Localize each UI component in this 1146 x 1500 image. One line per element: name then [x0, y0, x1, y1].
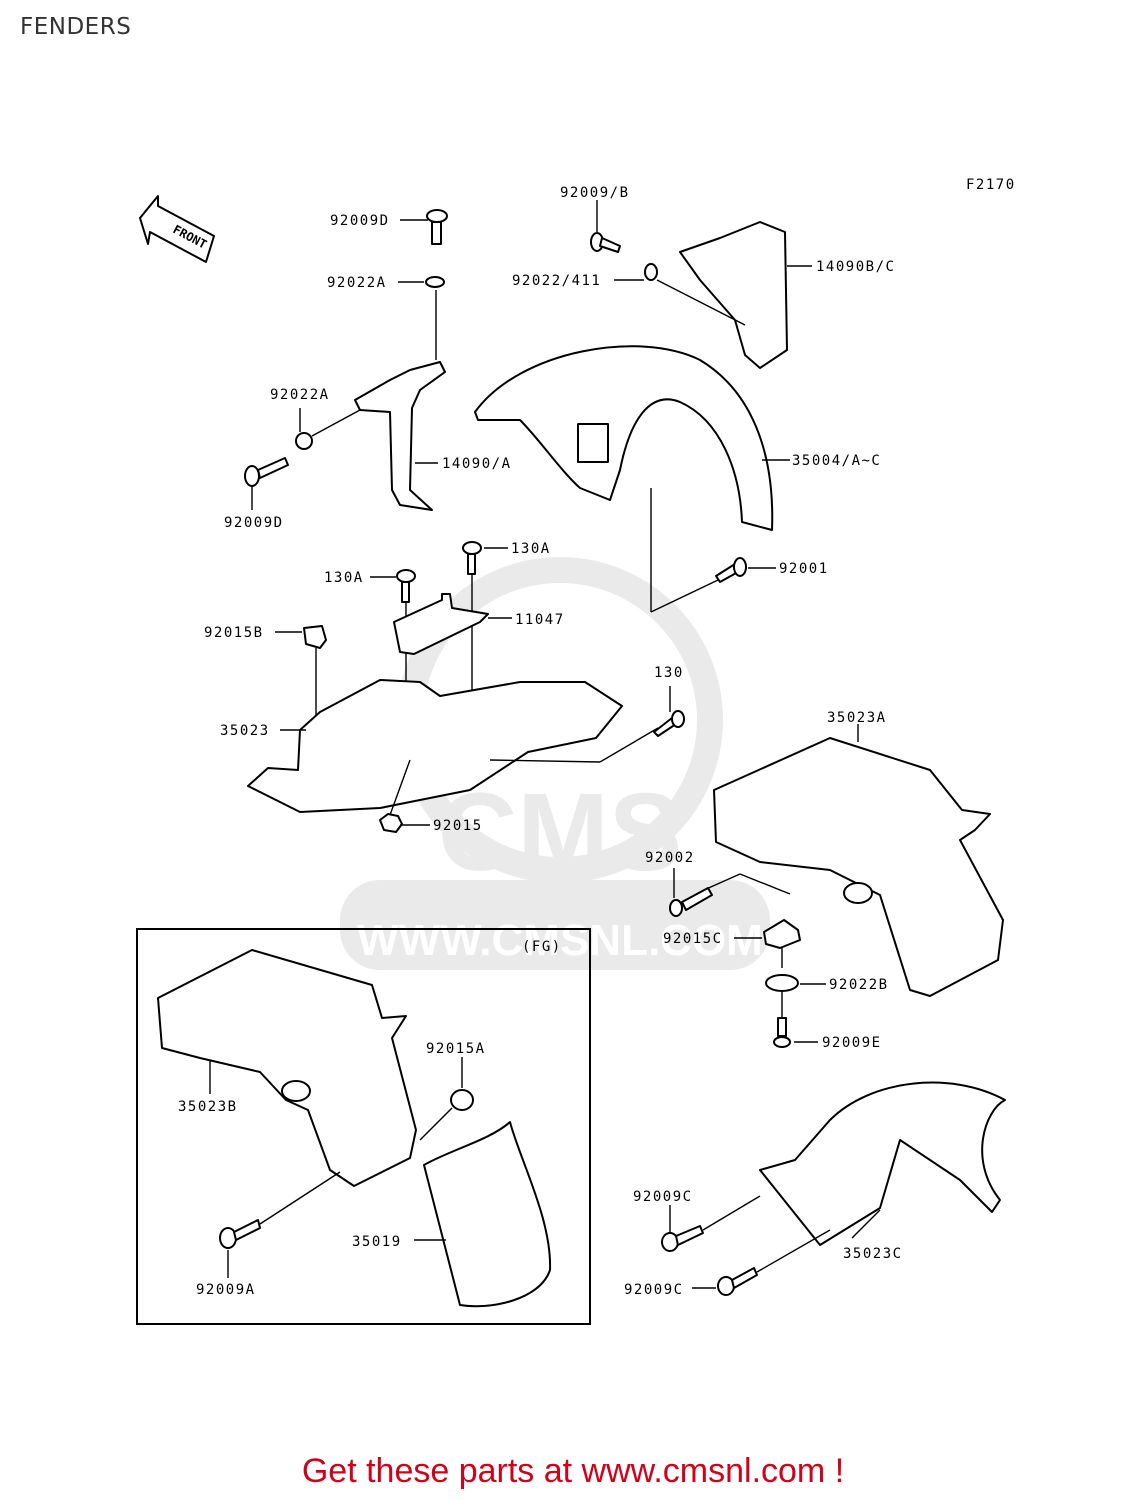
fg-variant-box	[136, 928, 591, 1325]
bolt-92002	[669, 887, 713, 917]
label-92015: 92015	[433, 818, 483, 834]
label-35019: 35019	[352, 1234, 402, 1250]
rear-hugger-35023c	[759, 1081, 1006, 1246]
label-35004: 35004/A~C	[792, 453, 881, 469]
bolt-92009b	[590, 232, 621, 253]
bolt-92009e	[773, 1017, 791, 1048]
label-35023a: 35023A	[827, 710, 887, 726]
label-92001: 92001	[779, 561, 829, 577]
cover-14090bc	[679, 221, 788, 369]
inner-fender-35023	[247, 679, 623, 813]
label-92022-411: 92022/411	[512, 273, 601, 289]
mudflap-35019	[423, 1121, 552, 1308]
label-130: 130	[654, 665, 684, 681]
label-130a-right: 130A	[511, 541, 551, 557]
label-92009b: 92009/B	[560, 185, 630, 201]
bolt-92001	[715, 557, 747, 583]
front-fender-35004	[474, 345, 774, 531]
washer-92022a-top	[425, 276, 445, 288]
bolt-130a-left	[396, 569, 416, 603]
label-92015b: 92015B	[204, 625, 264, 641]
footer-link[interactable]: Get these parts at www.cmsnl.com !	[301, 1452, 845, 1490]
page-title: FENDERS	[20, 14, 132, 40]
label-35023: 35023	[220, 723, 270, 739]
label-35023b: 35023B	[178, 1099, 238, 1115]
label-130a-left: 130A	[324, 570, 364, 586]
fender-window	[577, 423, 609, 463]
bolt-92009c-1	[661, 1225, 704, 1252]
label-92022a-mid: 92022A	[270, 387, 330, 403]
front-arrow: FRONT	[139, 195, 215, 263]
cover-14090a	[354, 361, 446, 511]
label-11047: 11047	[515, 612, 565, 628]
label-92009c-2: 92009C	[624, 1282, 684, 1298]
label-14090a: 14090/A	[442, 456, 512, 472]
label-35023c: 35023C	[843, 1246, 903, 1262]
label-92009a: 92009A	[196, 1282, 256, 1298]
rear-fender-35023a	[713, 737, 1004, 997]
label-92015a: 92015A	[426, 1041, 486, 1057]
nut-92015	[379, 813, 403, 833]
washer-92022a-mid	[295, 432, 313, 450]
bolt-92009d-bottom	[244, 457, 289, 487]
label-92002: 92002	[645, 850, 695, 866]
clip-92015c	[763, 919, 801, 949]
label-14090bc: 14090B/C	[816, 259, 895, 275]
bolt-130a-right	[462, 541, 482, 575]
label-92009d-top: 92009D	[330, 213, 390, 229]
rear-fender-35023b	[157, 949, 417, 1187]
clip-92015b	[303, 625, 327, 649]
figure-code: F2170	[966, 177, 1016, 193]
bolt-92009a	[219, 1219, 261, 1249]
fg-label: (FG)	[522, 939, 562, 955]
bracket-11047	[393, 593, 489, 655]
label-92009c-1: 92009C	[633, 1189, 693, 1205]
watermark-logo: CMS	[438, 771, 682, 894]
label-92022a-top: 92022A	[327, 275, 387, 291]
bolt-92009d-top	[426, 209, 448, 245]
label-92009d-bottom: 92009D	[224, 515, 284, 531]
label-92015c: 92015C	[663, 931, 723, 947]
watermark-url: WWW.CMSNL.COM	[357, 916, 763, 965]
bolt-92009c-2	[717, 1267, 758, 1296]
bolt-130	[653, 710, 685, 737]
nut-92015a	[450, 1089, 474, 1111]
washer-92022-411	[644, 263, 658, 281]
label-92022b: 92022B	[829, 977, 889, 993]
label-92009e: 92009E	[822, 1035, 882, 1051]
washer-92022b	[765, 974, 799, 992]
